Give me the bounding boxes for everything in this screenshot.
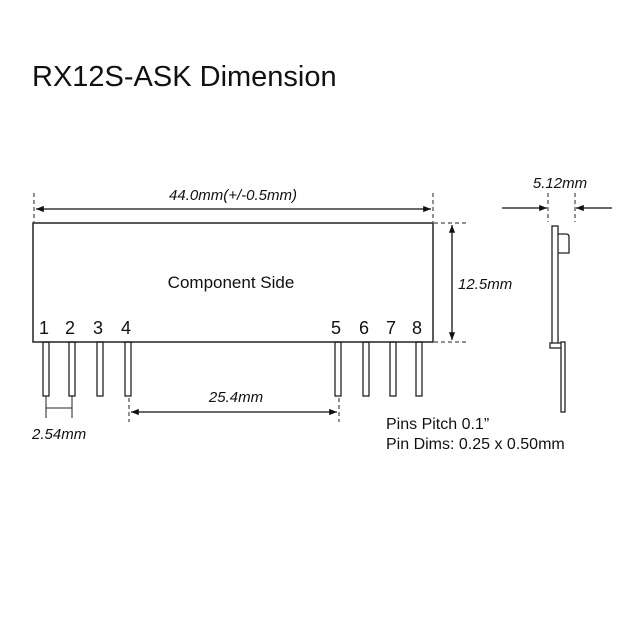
- side-view: [549, 225, 570, 413]
- pin-8: [415, 341, 423, 397]
- pin-dims-note: Pin Dims: 0.25 x 0.50mm: [386, 436, 565, 453]
- module-body: [32, 222, 434, 343]
- pin-4: [124, 341, 132, 397]
- pin-span-label: 25.4mm: [208, 389, 263, 406]
- pin-number-7: 7: [386, 318, 396, 338]
- pitch-label: 2.54mm: [31, 426, 86, 443]
- height-label: 12.5mm: [458, 276, 512, 293]
- pin-number-2: 2: [65, 318, 75, 338]
- pin-5: [334, 341, 342, 397]
- pin-number-3: 3: [93, 318, 103, 338]
- pin-number-8: 8: [412, 318, 422, 338]
- pin-3: [96, 341, 104, 397]
- component-side-label: Component Side: [168, 273, 295, 292]
- pin-6: [362, 341, 370, 397]
- pitch-note: Pins Pitch 0.1”: [386, 416, 489, 433]
- pin-7: [389, 341, 397, 397]
- pin-2: [68, 341, 76, 397]
- pin-1: [42, 341, 50, 397]
- thickness-label: 5.12mm: [533, 175, 587, 192]
- pin-number-5: 5: [331, 318, 341, 338]
- pin-number-6: 6: [359, 318, 369, 338]
- title: RX12S-ASK Dimension: [32, 61, 337, 93]
- pin-number-4: 4: [121, 318, 131, 338]
- length-label: 44.0mm(+/-0.5mm): [169, 187, 297, 204]
- pin-number-1: 1: [39, 318, 49, 338]
